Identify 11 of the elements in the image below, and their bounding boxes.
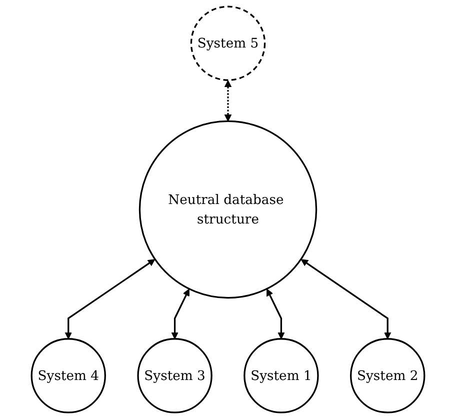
node-circle: System 3 [137, 338, 212, 414]
arrow [224, 80, 232, 122]
node-circle: System 1 [244, 338, 319, 414]
node-circle: Neutral database structure [138, 120, 318, 299]
arrow [64, 259, 156, 340]
arrow [300, 259, 392, 340]
node-circle: System 5 [190, 6, 266, 81]
arrow [171, 288, 190, 340]
node-circle: System 2 [350, 338, 426, 414]
node-circle: System 4 [30, 338, 106, 414]
arrow [266, 288, 285, 340]
